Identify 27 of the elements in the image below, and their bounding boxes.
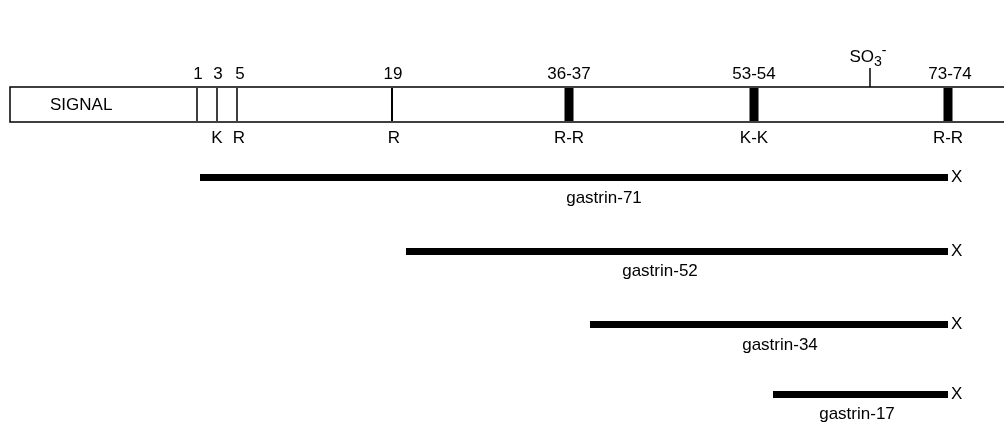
- peptide-label: gastrin-52: [622, 261, 698, 281]
- residue-letter: R: [387, 128, 401, 148]
- terminus-mark: X: [951, 167, 963, 187]
- residue-letter: R: [232, 128, 246, 148]
- residue-number: 5: [235, 64, 245, 84]
- residue-number: 36-37: [547, 64, 591, 84]
- terminus-mark: X: [951, 241, 963, 261]
- residue-number: 19: [383, 64, 403, 84]
- residue-number: 53-54: [732, 64, 776, 84]
- terminus-mark: X: [951, 384, 963, 404]
- peptide-bar: [590, 321, 948, 328]
- peptide-label: gastrin-17: [819, 404, 895, 424]
- peptide-bar: [200, 174, 948, 181]
- residue-letter: R-R: [553, 128, 585, 148]
- residue-letter: K-K: [739, 128, 769, 148]
- residue-letter: K: [211, 128, 223, 148]
- residue-number: 1: [193, 64, 203, 84]
- peptide-label: gastrin-34: [742, 335, 818, 355]
- residue-letter: R-R: [932, 128, 964, 148]
- region-label: SIGNAL: [50, 95, 113, 115]
- peptide-bar: [773, 391, 948, 398]
- residue-number: 73-74: [928, 64, 972, 84]
- precursor-bar: [9, 86, 1004, 123]
- terminus-mark: X: [951, 314, 963, 334]
- residue-number: 3: [213, 64, 223, 84]
- peptide-bar: [406, 248, 948, 255]
- peptide-label: gastrin-71: [566, 188, 642, 208]
